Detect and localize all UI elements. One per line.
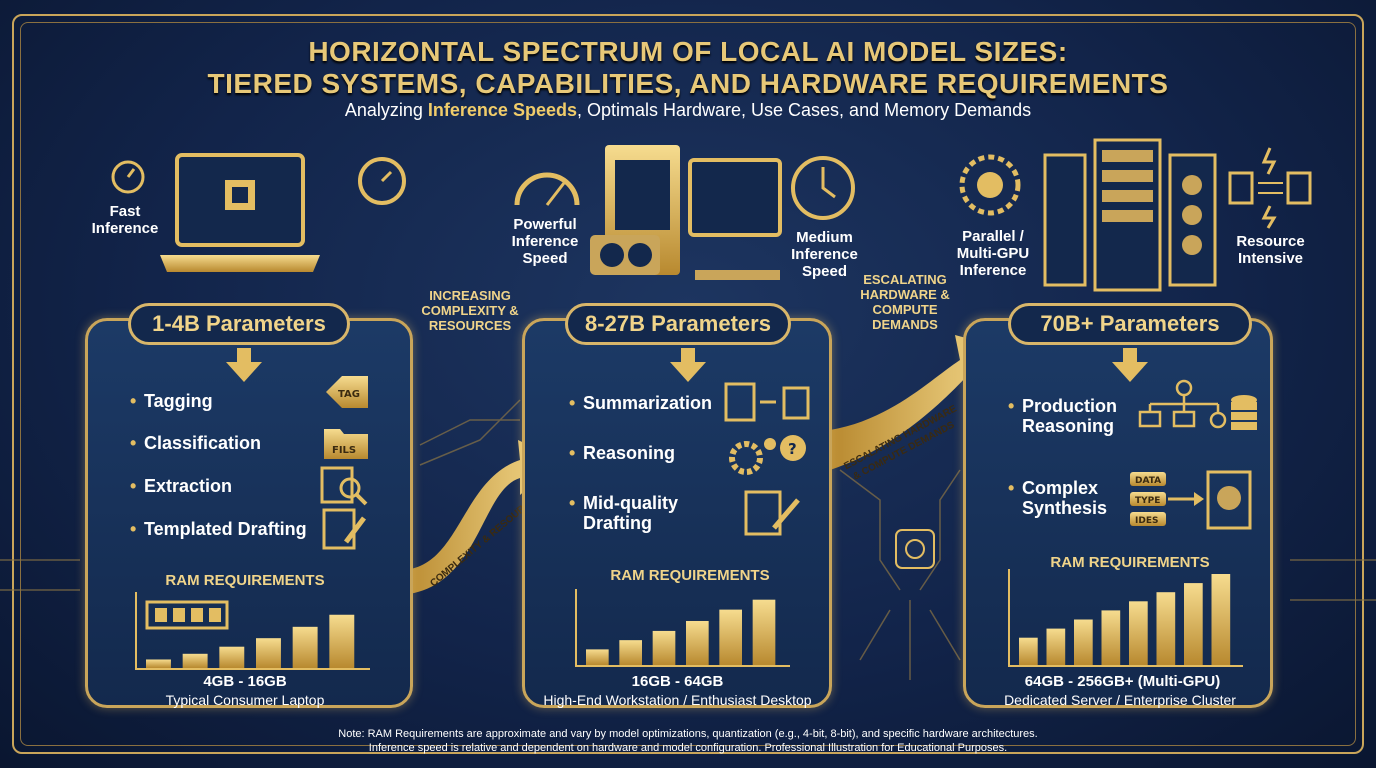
- tag-icon-text: TAG: [338, 389, 360, 400]
- subtitle-post: , Optimals Hardware, Use Cases, and Memo…: [576, 100, 1032, 120]
- ram-bar: [1129, 601, 1148, 665]
- footer-note-line-2: Inference speed is relative and dependen…: [368, 742, 1008, 754]
- label-fast-inference: Fast Inference: [91, 203, 159, 237]
- tag-icon: TAG: [326, 376, 368, 408]
- documents-icon: [724, 382, 810, 422]
- tier-title-small: 1-4B Parameters: [128, 303, 350, 345]
- workstation-icon: [590, 145, 782, 280]
- edit-document-icon: [744, 490, 800, 536]
- chart-axes: [1008, 569, 1243, 667]
- hardware-medium: High-End Workstation / Enthusiast Deskto…: [543, 692, 812, 708]
- title-line-2: TIERED SYSTEMS, CAPABILITIES, AND HARDWA…: [207, 68, 1169, 99]
- ram-bar: [146, 659, 171, 668]
- resource-exchange-icon: [1228, 147, 1312, 229]
- ram-bar: [1211, 574, 1231, 665]
- clock-icon: [791, 156, 855, 220]
- ram-bar: [652, 630, 676, 665]
- hardware-large: Dedicated Server / Enterprise Cluster: [1004, 692, 1236, 708]
- ram-bar: [1156, 592, 1176, 665]
- ram-chart-large: [1008, 569, 1243, 667]
- use-case-reasoning: Reasoning: [569, 443, 675, 463]
- ram-bar: [182, 653, 208, 668]
- search-document-icon: [320, 466, 368, 506]
- ides-tag-text: IDES: [1135, 516, 1158, 526]
- subtitle: Analyzing Inference Speeds, Optimals Har…: [0, 100, 1376, 121]
- ram-range-large: 64GB - 256GB+ (Multi-GPU): [1024, 673, 1221, 690]
- ram-heading-small: RAM REQUIREMENTS: [165, 572, 325, 589]
- label-powerful-inference: Powerful Inference Speed: [511, 216, 579, 267]
- ram-bar: [1184, 583, 1203, 665]
- down-arrow-stem: [237, 348, 251, 362]
- ram-chart-small: [135, 592, 370, 670]
- type-tag-text: TYPE: [1135, 496, 1160, 506]
- down-arrow-stem: [1123, 348, 1137, 362]
- gpu-gear-icon: [959, 154, 1021, 216]
- ram-module-icon: [145, 600, 229, 630]
- down-arrow-icon: [1112, 362, 1148, 382]
- use-case-production-reasoning: Production Reasoning: [1008, 396, 1132, 436]
- down-arrow-icon: [670, 362, 706, 382]
- ram-bar: [752, 599, 776, 665]
- svg-text:?: ?: [788, 440, 797, 458]
- hierarchy-database-icon: [1138, 379, 1257, 430]
- folder-icon-text: FILS: [332, 445, 356, 456]
- chart-axes: [575, 589, 790, 667]
- ram-bar: [1046, 628, 1066, 665]
- use-case-summarization: Summarization: [569, 393, 712, 413]
- ram-bar: [256, 638, 281, 668]
- ram-bar: [1019, 637, 1038, 665]
- ram-bar: [1074, 619, 1093, 665]
- label-resource-intensive: Resource Intensive: [1236, 233, 1305, 267]
- ram-bar: [719, 609, 742, 665]
- label-parallel-inference: Parallel / Multi-GPU Inference: [956, 228, 1030, 279]
- title-line-1: HORIZONTAL SPECTRUM OF LOCAL AI MODEL SI…: [308, 36, 1068, 67]
- tier-title-large: 70B+ Parameters: [1008, 303, 1252, 345]
- outer-frame: [12, 14, 1364, 754]
- data-tag-text: DATA: [1135, 476, 1161, 486]
- tier-title-medium: 8-27B Parameters: [565, 303, 791, 345]
- ram-bar: [686, 620, 709, 665]
- use-case-classification: Classification: [130, 433, 261, 453]
- ram-range-medium: 16GB - 64GB: [631, 673, 724, 690]
- use-case-tagging: Tagging: [130, 391, 213, 411]
- ram-chart-medium: [575, 589, 790, 667]
- label-medium-inference: Medium Inference Speed: [791, 229, 858, 280]
- speedometer-icon: [514, 172, 580, 206]
- edit-document-icon: [322, 508, 366, 550]
- chart-axes: [135, 592, 370, 670]
- folder-icon: FILS: [324, 429, 368, 459]
- down-arrow-icon: [226, 362, 262, 382]
- use-case-mid-quality-drafting: Mid-quality Drafting: [569, 493, 693, 533]
- data-brain-document-icon: DATA TYPE IDES: [1130, 470, 1252, 530]
- ram-bar: [1101, 610, 1121, 665]
- ram-bar: [292, 626, 318, 668]
- flow-label-1: INCREASING COMPLEXITY & RESOURCES: [421, 288, 519, 333]
- ram-bar: [219, 646, 245, 668]
- footer-note-line-1: Note: RAM Requirements are approximate a…: [338, 728, 1038, 740]
- ram-heading-medium: RAM REQUIREMENTS: [610, 567, 770, 584]
- subtitle-highlight: Inference Speeds: [427, 100, 577, 120]
- hardware-small: Typical Consumer Laptop: [165, 692, 325, 708]
- laptop-icon: [160, 153, 320, 272]
- ram-range-small: 4GB - 16GB: [203, 673, 287, 690]
- ram-bar: [586, 649, 609, 665]
- gears-question-icon: ?: [729, 435, 806, 475]
- ram-bar: [329, 614, 355, 668]
- stopwatch-icon: [111, 160, 145, 194]
- inner-frame: [20, 22, 1356, 746]
- server-rack-icon: [1043, 138, 1217, 292]
- subtitle-pre: Analyzing: [344, 100, 428, 120]
- use-case-extraction: Extraction: [130, 476, 232, 496]
- stopwatch-icon: [358, 157, 406, 205]
- down-arrow-stem: [681, 348, 695, 362]
- ram-heading-large: RAM REQUIREMENTS: [1050, 554, 1210, 571]
- use-case-complex-synthesis: Complex Synthesis: [1008, 478, 1132, 518]
- flow-label-2: ESCALATING HARDWARE & COMPUTE DEMANDS: [860, 272, 950, 332]
- use-case-templated-drafting: Templated Drafting: [130, 519, 307, 539]
- ram-bar: [619, 640, 642, 665]
